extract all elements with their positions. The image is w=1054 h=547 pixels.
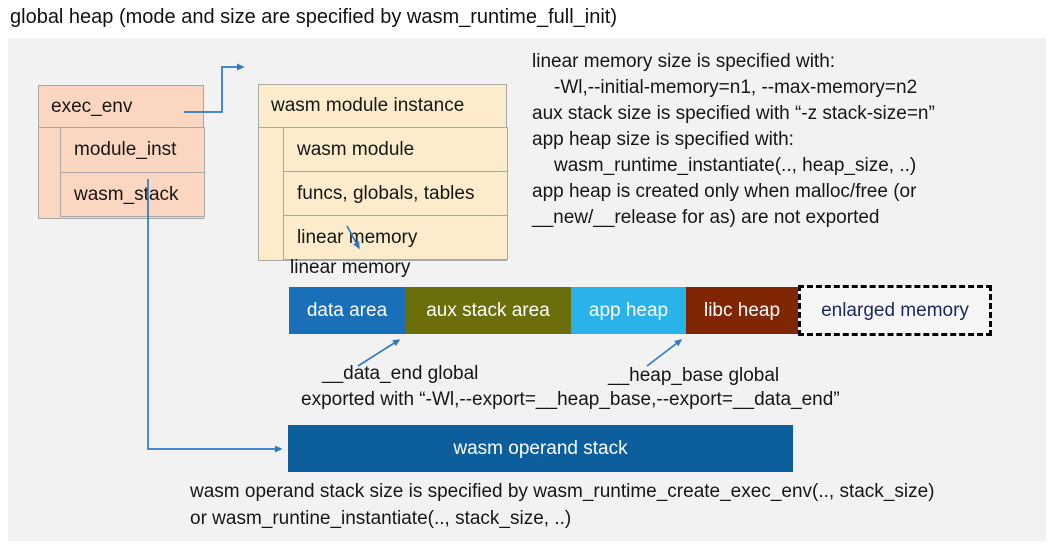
heap-base-global-label: __heap_base global	[608, 365, 780, 386]
operand-stack-note-line2: or wasm_runtine_instantiate(.., stack_si…	[190, 508, 572, 529]
module-instance-header: wasm module instance	[259, 85, 506, 128]
note-line: __new/__release for as) are not exported	[532, 207, 880, 228]
linear-memory-label: linear memory	[290, 257, 411, 278]
segment-libc-heap: libc heap	[686, 287, 798, 334]
linear-memory-bar: data area aux stack area app heap libc h…	[289, 285, 992, 336]
note-line: wasm_runtime_instantiate(.., heap_size, …	[554, 155, 917, 176]
exec-env-box: exec_env module_inst wasm_stack	[38, 85, 205, 219]
data-end-global-label: __data_end global	[322, 363, 479, 384]
segment-app-heap: app heap	[571, 287, 686, 334]
module-instance-row-wasm-module: wasm module	[283, 127, 508, 172]
exec-env-header: exec_env	[39, 86, 203, 128]
operand-stack-note: wasm operand stack size is specified by …	[190, 478, 935, 532]
module-instance-row-funcs-globals-tables: funcs, globals, tables	[283, 171, 508, 216]
memory-size-notes: linear memory size is specified with: -W…	[532, 49, 935, 231]
exec-env-row-wasm-stack: wasm_stack	[60, 172, 205, 217]
segment-data-area: data area	[289, 287, 405, 334]
note-line: app heap is created only when malloc/fre…	[532, 181, 917, 202]
exec-env-row-module-inst: module_inst	[60, 127, 205, 173]
module-instance-row-linear-memory: linear memory	[283, 215, 508, 260]
note-line: app heap size is specified with:	[532, 129, 794, 150]
diagram-title: global heap (mode and size are specified…	[10, 6, 617, 28]
wasm-operand-stack-bar: wasm operand stack	[288, 425, 793, 472]
note-line: -Wl,--initial-memory=n1, --max-memory=n2	[554, 77, 918, 98]
note-line: aux stack size is specified with “-z sta…	[532, 103, 935, 124]
segment-aux-stack-area: aux stack area	[405, 287, 571, 334]
operand-stack-note-line1: wasm operand stack size is specified by …	[190, 481, 935, 502]
exported-with-label: exported with “-Wl,--export=__heap_base,…	[301, 389, 840, 410]
segment-enlarged-memory: enlarged memory	[798, 285, 992, 336]
note-line: linear memory size is specified with:	[532, 51, 836, 72]
module-instance-box: wasm module instance wasm module funcs, …	[258, 84, 508, 261]
